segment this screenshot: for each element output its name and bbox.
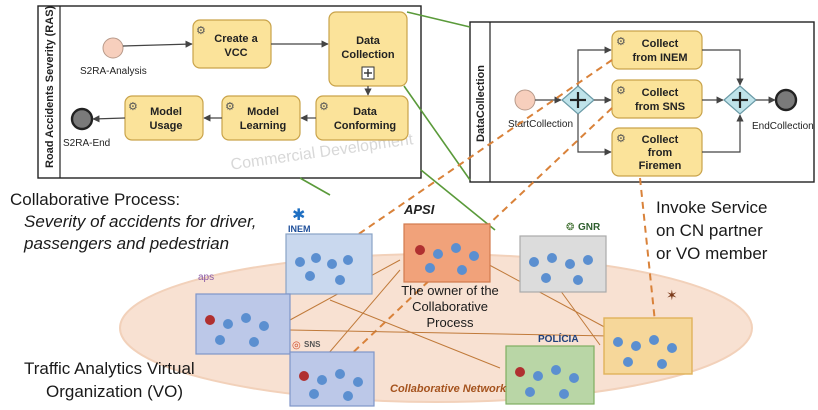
org-firemen-panel[interactable]: ✶ — [603, 287, 693, 375]
end-collection-event[interactable] — [774, 88, 798, 112]
s2ra-start-event[interactable] — [102, 37, 124, 59]
org-aps-label: aps — [198, 272, 214, 283]
gear-icon: ⚙ — [196, 25, 206, 37]
task-model-learning-l2: Learning — [240, 120, 286, 132]
collab-process-title: Collaborative Process: — [10, 190, 181, 209]
task-collect-firemen[interactable]: ⚙ Collect from Firemen — [611, 127, 703, 177]
vo-label-l1: Traffic Analytics Virtual — [24, 359, 195, 378]
owner-label-l1: The owner of the — [401, 283, 499, 298]
owner-label-l3: Process — [426, 315, 474, 330]
task-collect-sns-l2: from SNS — [635, 101, 685, 113]
collab-process-sub1: Severity of accidents for driver, — [24, 212, 257, 231]
ras-lane-title: Road Accidents Severity (RAS) — [44, 5, 56, 168]
s2ra-end-label: S2RA-End — [63, 138, 110, 149]
s2ra-end-event[interactable] — [70, 107, 94, 131]
gear-icon: ⚙ — [128, 101, 138, 113]
task-collect-sns[interactable]: ⚙ Collect from SNS — [611, 79, 703, 119]
subprocess-sequence-flows — [535, 46, 776, 156]
org-policia-panel[interactable]: POLÍCIA — [505, 332, 595, 405]
gear-icon: ⚙ — [616, 85, 626, 97]
network-links — [289, 259, 611, 376]
task-model-usage-l2: Usage — [149, 120, 182, 132]
task-create-vcc-l1: Create a — [214, 33, 258, 45]
task-data-collection[interactable]: Data Collection — [328, 11, 408, 87]
task-collect-inem-l1: Collect — [642, 38, 679, 50]
org-inem-panel[interactable]: ✱ INEM — [285, 207, 373, 295]
gear-icon: ⚙ — [616, 133, 626, 145]
task-collect-inem-l2: from INEM — [633, 52, 688, 64]
vo-label-l2: Organization (VO) — [46, 382, 183, 401]
task-model-usage[interactable]: ⚙ Model Usage — [124, 95, 204, 141]
task-data-collection-l2: Collection — [341, 49, 394, 61]
task-create-vcc[interactable]: ⚙ Create a VCC — [192, 19, 272, 69]
collab-process-sub2: passengers and pedestrian — [24, 234, 230, 253]
s2ra-start-label: S2RA-Analysis — [80, 66, 147, 77]
task-model-usage-l1: Model — [150, 106, 182, 118]
org-gnr-label: GNR — [578, 222, 601, 233]
ras-sequence-flows — [92, 40, 372, 123]
org-apsi-label: APSI — [403, 202, 435, 217]
task-collect-firemen-l1: Collect — [642, 134, 679, 146]
org-policia-label: POLÍCIA — [538, 332, 579, 345]
invoke-service-l2: on CN partner — [656, 221, 763, 240]
invoke-service-l3: or VO member — [656, 244, 768, 263]
org-aps-panel[interactable]: aps — [195, 272, 291, 355]
org-apsi-panel[interactable]: APSI — [403, 202, 491, 283]
end-collection-label: EndCollection — [752, 121, 814, 132]
task-collect-firemen-l2: from — [648, 147, 673, 159]
org-gnr-panel[interactable]: ❂ GNR — [519, 222, 607, 293]
gnr-emblem-icon: ❂ — [566, 222, 574, 233]
task-create-vcc-l2: VCC — [224, 47, 247, 59]
task-data-collection-l1: Data — [356, 35, 381, 47]
star-of-life-icon: ✱ — [292, 207, 305, 224]
org-sns-label: SNS — [304, 340, 321, 349]
task-model-learning[interactable]: ⚙ Model Learning — [221, 95, 301, 141]
parallel-join-gateway[interactable] — [723, 85, 757, 115]
gear-icon: ⚙ — [616, 36, 626, 48]
collab-network-label: Collaborative Network — [390, 383, 507, 395]
start-collection-event[interactable] — [514, 89, 536, 111]
task-data-conforming-l2: Conforming — [334, 120, 396, 132]
task-collect-inem[interactable]: ⚙ Collect from INEM — [611, 30, 703, 70]
invoke-service-l1: Invoke Service — [656, 198, 768, 217]
gear-icon: ⚙ — [225, 101, 235, 113]
task-data-conforming[interactable]: ⚙ Data Conforming — [315, 95, 409, 141]
task-data-conforming-l1: Data — [353, 106, 378, 118]
org-sns-panel[interactable]: ◎ SNS — [289, 340, 375, 407]
datacollection-lane-title: DataCollection — [475, 65, 487, 142]
gear-icon: ⚙ — [319, 101, 329, 113]
task-collect-firemen-l3: Firemen — [639, 160, 682, 172]
start-collection-label: StartCollection — [508, 119, 573, 130]
sns-emblem-icon: ◎ — [292, 340, 301, 351]
org-inem-label: INEM — [288, 224, 311, 234]
task-collect-sns-l1: Collect — [642, 87, 679, 99]
owner-label-l2: Collaborative — [412, 299, 488, 314]
firemen-emblem-icon: ✶ — [666, 287, 678, 303]
task-model-learning-l1: Model — [247, 106, 279, 118]
parallel-split-gateway[interactable] — [561, 85, 595, 115]
